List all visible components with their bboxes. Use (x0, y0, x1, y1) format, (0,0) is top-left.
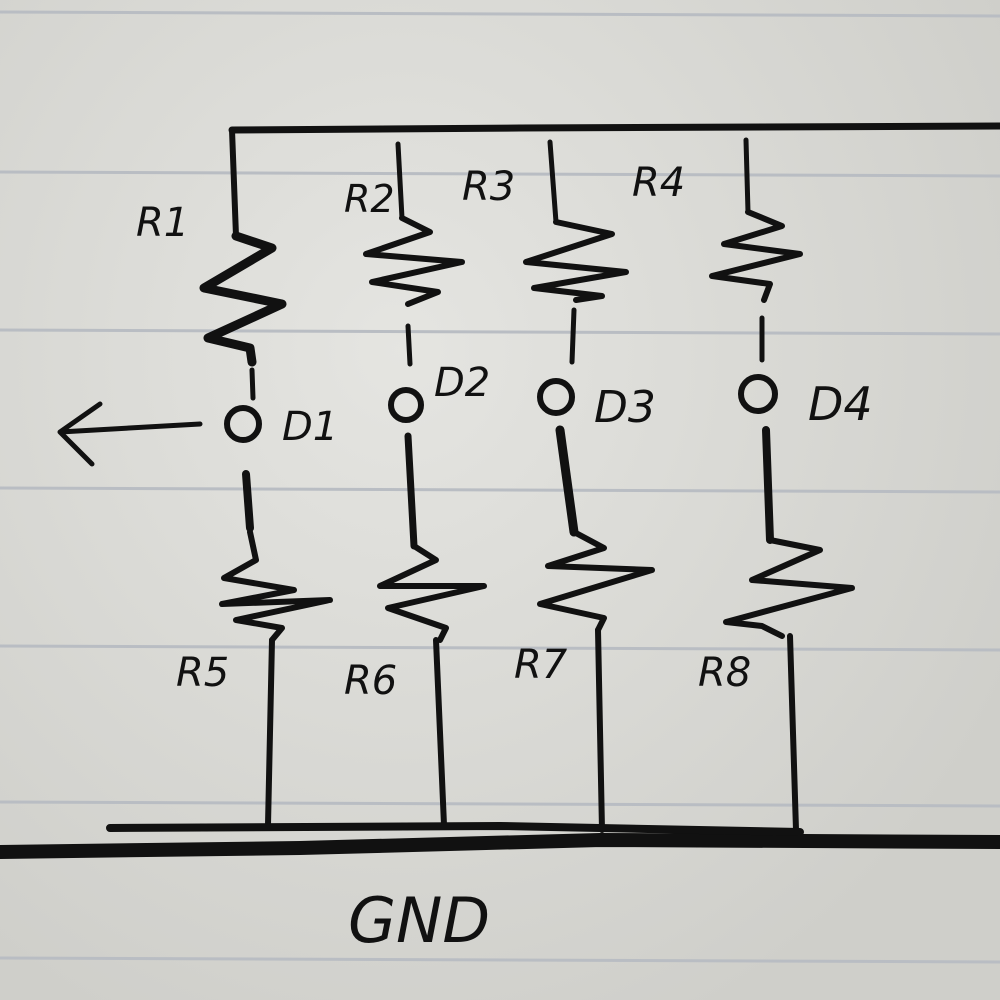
wire (265, 637, 275, 828)
resistor-r6-symbol (377, 543, 487, 643)
wire (569, 307, 577, 365)
wire (249, 367, 256, 401)
branch-2 (363, 141, 487, 828)
wire (242, 470, 254, 532)
label-r4: R4 (632, 160, 685, 206)
top-rail-wire (228, 122, 1000, 134)
label-gnd: GND (348, 884, 490, 957)
label-r6: R6 (344, 658, 397, 704)
rule-line (0, 800, 1000, 808)
label-d3: D3 (594, 382, 656, 433)
wire (229, 127, 239, 239)
node-d3-circle (537, 378, 575, 416)
rule-line (0, 486, 1000, 494)
label-d1: D1 (282, 404, 338, 450)
wire (547, 139, 559, 225)
resistor-r7-symbol (537, 529, 655, 633)
label-r8: R8 (698, 650, 751, 696)
left-arrow-icon (57, 401, 203, 467)
label-r7: R7 (514, 642, 568, 688)
branch-1 (57, 127, 333, 828)
node-d4-circle (738, 374, 778, 414)
wire (433, 637, 447, 828)
branch-4 (709, 137, 855, 833)
label-r2: R2 (344, 177, 395, 221)
resistor-r4-symbol (709, 209, 803, 303)
label-r5: R5 (176, 650, 229, 696)
ground-bar (0, 833, 1000, 859)
wire (762, 426, 774, 544)
wire (555, 425, 579, 537)
wire (404, 432, 418, 550)
resistor-r8-symbol (723, 537, 855, 639)
wire (595, 627, 605, 833)
node-d1-circle (224, 405, 262, 443)
label-d2: D2 (434, 360, 490, 406)
rule-line (0, 10, 1000, 18)
wire (787, 633, 799, 833)
resistor-r3-symbol (523, 219, 629, 303)
label-r3: R3 (462, 164, 515, 210)
labels: R1 R2 R3 R4 R5 R6 R7 R8 D1 D2 D3 D4 GND (136, 160, 873, 957)
resistor-r5-symbol (219, 529, 333, 643)
rule-line (0, 956, 1000, 964)
branch-3 (523, 139, 655, 833)
label-r1: R1 (136, 200, 189, 246)
wire (405, 323, 413, 367)
rule-line (0, 170, 1000, 178)
resistor-r1-symbol (199, 231, 287, 367)
rule-line (0, 328, 1000, 336)
wire (743, 137, 751, 215)
rule-line (0, 644, 1000, 652)
resistor-r2-symbol (363, 215, 465, 307)
ground-bar-upper-stroke (106, 822, 804, 836)
label-d4: D4 (808, 377, 873, 431)
wire (395, 141, 405, 221)
node-d2-circle (388, 387, 424, 423)
ruled-lines (0, 10, 1000, 964)
